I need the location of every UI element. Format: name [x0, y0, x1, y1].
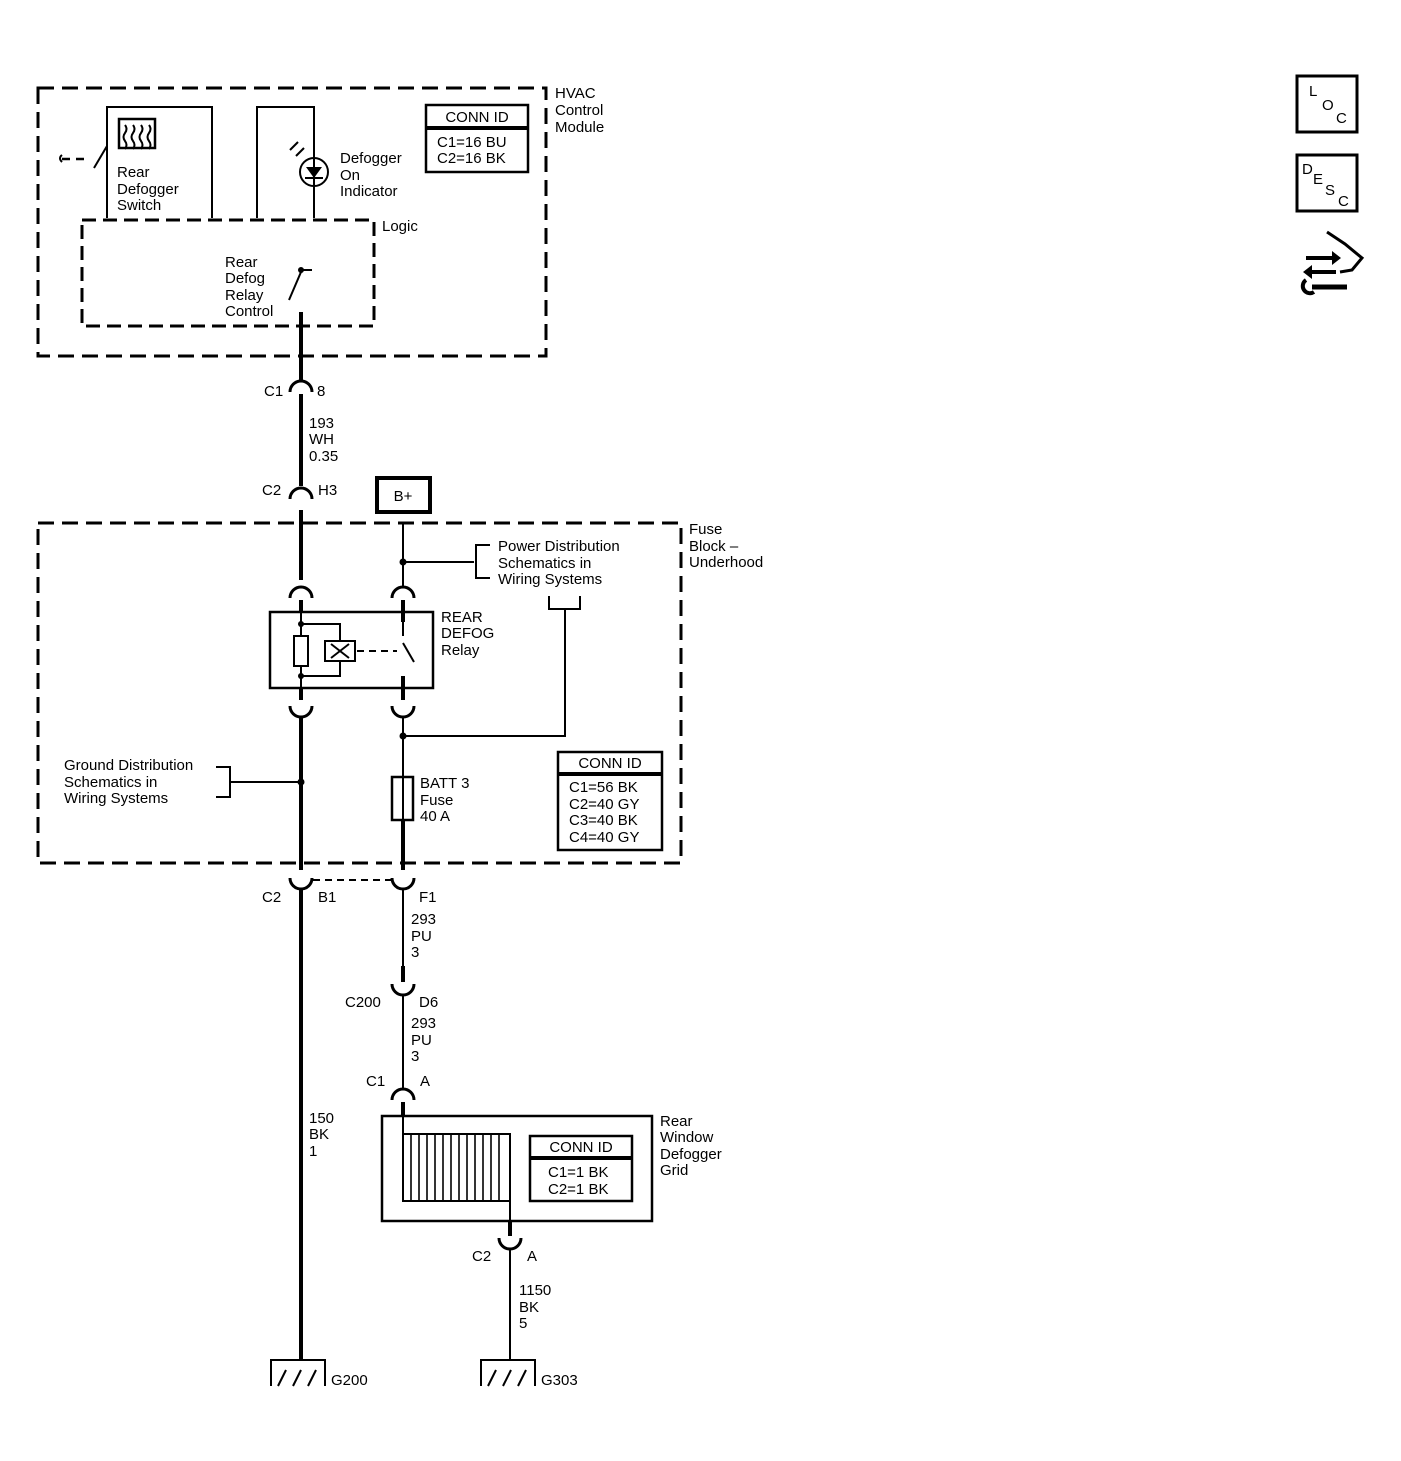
svg-text:CONN ID: CONN ID [578, 755, 642, 772]
connector-f1-pin: F1 [419, 889, 437, 906]
hvac-conn-id-table: CONN ID C1=16 BU C2=16 BK [424, 103, 530, 174]
arrows-wrench-hand-icon[interactable] [1300, 230, 1365, 296]
power-distribution-reference: Power Distribution Schematics in Wiring … [403, 538, 624, 737]
wire-293-label-a: 293 PU 3 [411, 911, 440, 961]
desc-icon[interactable]: D E S C [1295, 153, 1359, 213]
loc-icon[interactable]: L O C [1295, 74, 1359, 134]
b-plus-label: B+ [394, 488, 413, 505]
svg-text:C3=40 BK: C3=40 BK [569, 812, 638, 829]
grid-conn-id-table: CONN ID C1=1 BK C2=1 BK [528, 1134, 634, 1203]
svg-text:C1=1 BK: C1=1 BK [548, 1164, 608, 1181]
defogger-on-indicator-label: Defogger On Indicator [340, 150, 406, 200]
logic-label: Logic [382, 218, 418, 235]
svg-text:Ground Distribution Sc: Ground Distribution Schematics in Wiring… [64, 757, 197, 807]
rear-defog-relay: REAR DEFOG Relay [268, 609, 499, 690]
ground-g200: G200 [270, 1359, 368, 1389]
hvac-control-module: HVAC Control Module CONN ID C1=16 BU C2=… [36, 85, 608, 358]
connector-c1-a-label: C1 [366, 1073, 385, 1090]
rear-defogger-switch: Rear Defogger Switch [59, 106, 213, 218]
ground-distribution-reference: Ground Distribution Schematics in Wiring… [64, 757, 305, 807]
wire-1150-label: 1150 BK 5 [519, 1282, 555, 1332]
connector-b1-pin: B1 [318, 889, 336, 906]
connector-c1-label: C1 [264, 383, 283, 400]
hvac-conn-id-title: CONN ID [445, 109, 509, 126]
svg-text:Power Distribution Sch: Power Distribution Schematics in Wiring … [498, 538, 624, 588]
ground-g200-label: G200 [331, 1372, 368, 1389]
lower-circuit: C2 B1 F1 150 BK 1 293 PU 3 C200 D6 293 P… [262, 877, 440, 1360]
connector-c200-d6 [390, 983, 416, 997]
connector-d6-pin: D6 [419, 994, 438, 1011]
hvac-conn-c2: C2=16 BK [437, 150, 506, 167]
connector-c2-a-label: C2 [472, 1248, 491, 1265]
relay-control-label: Rear Defog Relay Control [225, 254, 273, 320]
svg-text:E: E [1313, 171, 1323, 188]
connector-c1-pin: 8 [317, 383, 325, 400]
connector-c2-h3 [288, 486, 314, 500]
grid-element-icon [402, 1133, 511, 1202]
defogger-symbol-icon [117, 117, 157, 150]
ground-g303: G303 [480, 1359, 578, 1389]
svg-text:C: C [1338, 193, 1349, 210]
led-icon [299, 157, 329, 187]
grid-ground-circuit: C2 A 1150 BK 5 [472, 1221, 555, 1360]
logic-block: Logic Rear Defog Relay Control [80, 218, 418, 328]
connector-c200-label: C200 [345, 994, 381, 1011]
fuse-block-underhood: Fuse Block – Underhood Power Distributio… [36, 510, 763, 870]
rear-defogger-switch-label: Rear Defogger Switch [117, 164, 183, 214]
svg-text:CONN ID: CONN ID [549, 1139, 613, 1156]
svg-text:BATT 3 Fuse 40: BATT 3 Fuse 40 A [420, 775, 474, 825]
connector-c1-8 [288, 379, 314, 393]
connector-c2-b1-label: C2 [262, 889, 281, 906]
hvac-module-outline [36, 86, 548, 358]
connector-c2-a [497, 1237, 523, 1251]
hvac-title: HVAC Control Module [555, 85, 608, 136]
defogger-on-indicator: Defogger On Indicator [256, 106, 406, 218]
svg-text:C2=40 GY: C2=40 GY [569, 796, 639, 813]
connector-c2-a-pin: A [527, 1248, 537, 1265]
svg-text:L: L [1309, 83, 1317, 100]
svg-text:S: S [1325, 182, 1335, 199]
fuse-block-conn-id-table: CONN ID C1=56 BK C2=40 GY C3=40 BK C4=40… [556, 750, 664, 852]
rear-window-defogger-grid: Rear Window Defogger Grid CONN ID C1=1 B… [380, 1113, 726, 1223]
svg-text:C1=56 BK: C1=56 BK [569, 779, 638, 796]
svg-text:O: O [1322, 97, 1334, 114]
svg-text:D: D [1302, 161, 1313, 178]
fuse-block-title: Fuse Block – Underhood [689, 521, 763, 571]
hvac-conn-c1: C1=16 BU [437, 134, 507, 151]
wire-193-label: 193 WH 0.35 [309, 415, 338, 465]
ground-g303-label: G303 [541, 1372, 578, 1389]
connector-h3-pin: H3 [318, 482, 337, 499]
rear-window-defogger-grid-label: Rear Window Defogger Grid [660, 1113, 726, 1179]
connector-a-pin: A [420, 1073, 430, 1090]
connector-c2-label: C2 [262, 482, 281, 499]
wire-293-label-b: 293 PU 3 [411, 1015, 440, 1065]
wire-150-label: 150 BK 1 [309, 1110, 338, 1160]
svg-text:C: C [1336, 110, 1347, 127]
svg-text:C2=1 BK: C2=1 BK [548, 1181, 608, 1198]
wire-193-path: C1 8 193 WH 0.35 C2 H3 [262, 326, 338, 500]
batt3-fuse: BATT 3 Fuse 40 A [390, 775, 474, 825]
rear-defog-relay-label: REAR DEFOG Relay [441, 609, 499, 659]
battery-positive: B+ [375, 476, 432, 514]
connector-c1-a [390, 1087, 416, 1101]
fuse-block-outline [36, 521, 683, 865]
svg-text:C4=40 GY: C4=40 GY [569, 829, 639, 846]
